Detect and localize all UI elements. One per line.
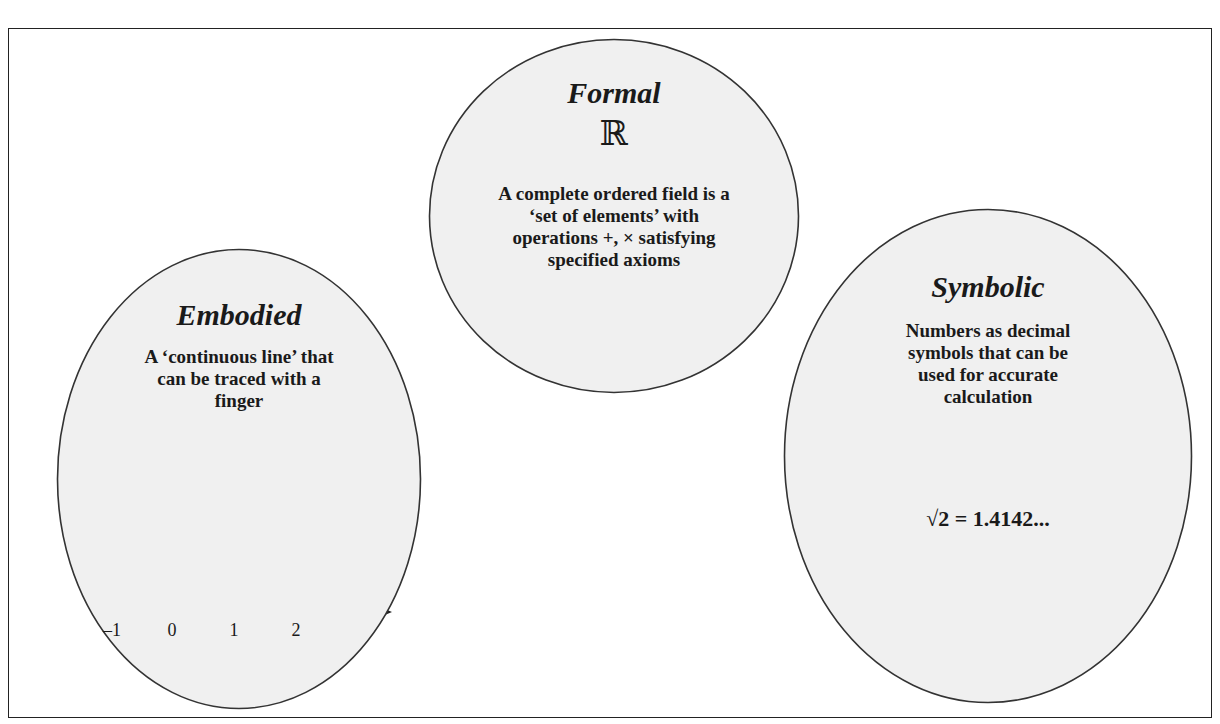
tick-label: 0 xyxy=(168,620,177,641)
tick-label: 1 xyxy=(230,620,239,641)
set-symbol: ℝ xyxy=(574,114,654,153)
ellipse-title: Formal xyxy=(494,76,734,111)
symbolic-ellipse: SymbolicNumbers as decimal symbols that … xyxy=(783,208,1193,704)
ellipse-body: A complete ordered field is a ‘set of el… xyxy=(492,183,737,270)
math-expression: √2 = 1.4142... xyxy=(873,506,1103,531)
ellipse-title: Embodied xyxy=(119,298,359,333)
ellipse-body: A ‘continuous line’ that can be traced w… xyxy=(137,346,342,412)
ellipse-title: Symbolic xyxy=(858,270,1118,305)
embodied-ellipse: Embodied A ‘continuous line’ that can be … xyxy=(56,248,422,710)
tick-label: 2 xyxy=(292,620,301,641)
ellipse-body: Numbers as decimal symbols that can be u… xyxy=(893,320,1083,407)
tick-label: –1 xyxy=(103,620,121,641)
frame-border xyxy=(9,29,1212,718)
formal-ellipse: Formalℝ A complete ordered field is a ‘se… xyxy=(428,38,800,394)
